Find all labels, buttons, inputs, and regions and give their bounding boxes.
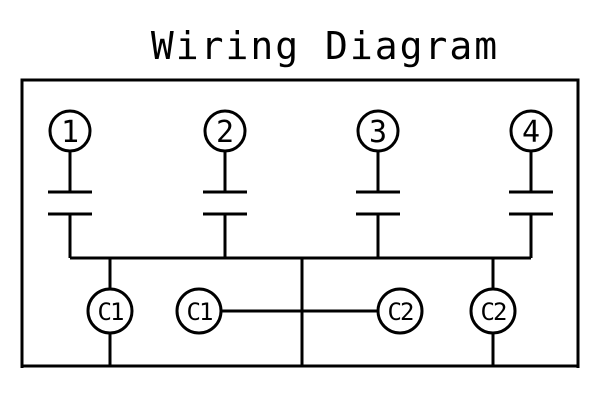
enclosure-box [20, 78, 580, 368]
terminal-3-branch [356, 151, 400, 258]
terminal-2-label: 2 [216, 115, 234, 150]
terminal-3-label: 3 [369, 115, 387, 150]
terminal-4-label: 4 [522, 115, 540, 150]
connector-c1-right-circle [175, 287, 223, 335]
diagram-title: Wiring Diagram [150, 24, 500, 68]
terminal-2-branch [203, 151, 247, 258]
connector-c2-left-label: C2 [388, 298, 413, 326]
terminal-1-circle [48, 109, 92, 153]
connector-c1-left-circle [86, 287, 134, 335]
connector-c1-right-label: C1 [187, 298, 212, 326]
terminal-4-branch [509, 151, 553, 258]
connector-c2-right-circle [469, 287, 517, 335]
connector-c1-left-label: C1 [98, 298, 123, 326]
terminal-3-circle [356, 109, 400, 153]
terminal-4-circle [509, 109, 553, 153]
terminal-1-label: 1 [61, 115, 79, 150]
terminal-1-branch [48, 151, 92, 258]
terminal-2-circle [203, 109, 247, 153]
connector-c2-right-label: C2 [481, 298, 506, 326]
connector-c2-left-circle [376, 287, 424, 335]
